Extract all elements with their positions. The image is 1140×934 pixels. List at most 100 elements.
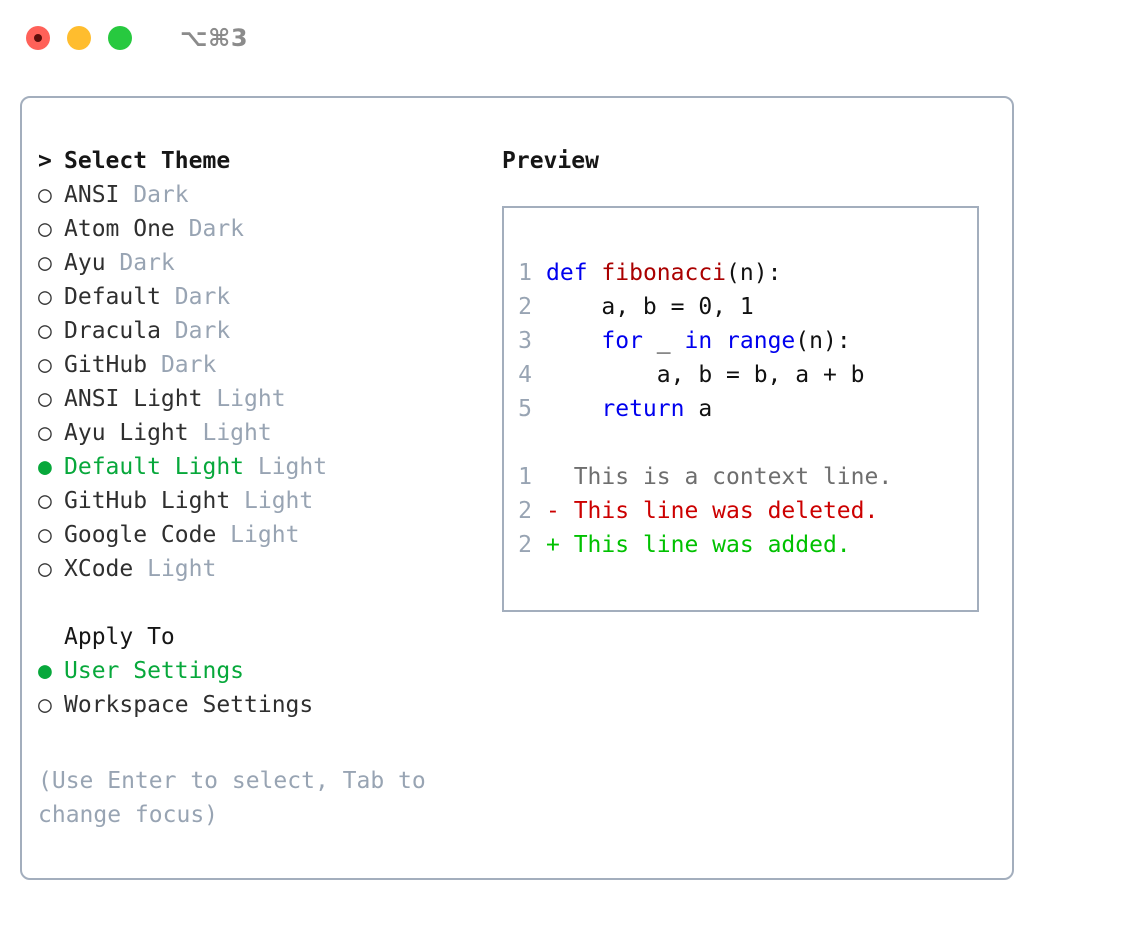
code-line-content: return a — [546, 392, 712, 426]
code-token-plain — [588, 260, 602, 286]
preview-gap — [504, 426, 977, 460]
code-token-plain — [546, 396, 601, 422]
diff-sign: + — [546, 532, 560, 558]
window-traffic-lights — [26, 26, 132, 50]
theme-kind-badge: Light — [133, 556, 217, 582]
code-token-plain — [712, 328, 726, 354]
theme-option-ansi-light[interactable]: ○ANSI Light Light — [38, 382, 488, 416]
diff-sign — [546, 460, 560, 494]
theme-list-column: > Select Theme ○ANSI Dark○Atom One Dark○… — [38, 144, 488, 722]
theme-kind-badge: Light — [188, 420, 272, 446]
diff-line: 2+ This line was added. — [504, 528, 977, 562]
apply-to-label: Apply To — [64, 624, 175, 650]
theme-list-header: > Select Theme — [38, 144, 488, 178]
radio-unselected-icon: ○ — [38, 488, 52, 514]
code-line: 3 for _ in range(n): — [504, 324, 977, 358]
theme-option-github[interactable]: ○ GitHub Dark — [38, 348, 488, 382]
code-token-plain: a, b = b, a + b — [546, 362, 865, 388]
theme-option-google-code[interactable]: ○Google Code Light — [38, 518, 488, 552]
code-line-number: 3 — [518, 328, 532, 354]
apply-to-option-user-settings[interactable]: ● User Settings — [38, 654, 488, 688]
theme-option-default-light[interactable]: ● Default Light Light — [38, 450, 488, 484]
code-token-fn: fibonacci — [601, 260, 727, 286]
theme-option-ayu-light[interactable]: ○ Ayu Light Light — [38, 416, 488, 450]
radio-selected-icon: ● — [38, 658, 52, 684]
code-line: 2 a, b = 0, 1 — [504, 290, 977, 324]
theme-option-label: Dracula — [64, 318, 161, 344]
radio-unselected-icon: ○ — [38, 420, 52, 446]
theme-kind-badge: Dark — [105, 250, 175, 276]
code-token-kw: in — [684, 328, 713, 354]
theme-option-ansi[interactable]: ○ANSI Dark — [38, 178, 488, 212]
apply-to-option-label: User Settings — [64, 658, 245, 684]
apply-to-header-indent — [38, 620, 64, 654]
theme-kind-badge: Dark — [147, 352, 217, 378]
radio-unselected-icon: ○ — [38, 318, 52, 344]
apply-to-option-label: Workspace Settings — [64, 692, 314, 718]
diff-line-content: This line was added. — [559, 532, 851, 558]
code-line-content: def fibonacci(n): — [546, 256, 781, 290]
theme-option-github-light[interactable]: ○GitHub Light Light — [38, 484, 488, 518]
code-line-content: a, b = b, a + b — [546, 358, 865, 392]
theme-option-label: Google Code — [64, 522, 217, 548]
apply-to-header: Apply To — [38, 620, 488, 654]
theme-option-label: Default Light — [64, 454, 245, 480]
diff-line-content: This line was deleted. — [559, 498, 879, 524]
minimize-window-button[interactable] — [67, 26, 91, 50]
radio-unselected-icon: ○ — [38, 386, 52, 412]
close-window-button[interactable] — [26, 26, 50, 50]
diff-line: 1 This is a context line. — [504, 460, 977, 494]
code-token-kw: range — [726, 328, 796, 354]
theme-option-ayu[interactable]: ○ Ayu Dark — [38, 246, 488, 280]
code-token-plain: a, b = 0, 1 — [546, 294, 754, 320]
code-token-plain: a — [684, 396, 713, 422]
code-line: 4 a, b = b, a + b — [504, 358, 977, 392]
theme-option-default[interactable]: ○Default Dark — [38, 280, 488, 314]
code-line-number: 4 — [518, 362, 532, 388]
keyboard-shortcut-label: ⌥⌘3 — [180, 24, 249, 52]
window-titlebar: ⌥⌘3 — [0, 0, 1140, 76]
theme-option-label: ANSI — [64, 182, 120, 208]
theme-option-label: XCode — [64, 556, 134, 582]
code-line-content: a, b = 0, 1 — [546, 290, 754, 324]
theme-option-atom-one[interactable]: ○Atom One Dark — [38, 212, 488, 246]
maximize-window-button[interactable] — [108, 26, 132, 50]
radio-unselected-icon: ○ — [38, 250, 52, 276]
radio-unselected-icon: ○ — [38, 352, 52, 378]
diff-line: 2- This line was deleted. — [504, 494, 977, 528]
radio-selected-icon: ● — [38, 454, 52, 480]
theme-kind-badge: Dark — [119, 182, 189, 208]
theme-option-list: ○ANSI Dark○Atom One Dark○Ayu Dark○Defaul… — [38, 178, 488, 586]
theme-option-label: GitHub — [64, 352, 148, 378]
code-line-content: for _ in range(n): — [546, 324, 851, 358]
theme-option-dracula[interactable]: ○Dracula Dark — [38, 314, 488, 348]
radio-unselected-icon: ○ — [38, 692, 52, 718]
code-line: 1 def fibonacci(n): — [504, 256, 977, 290]
code-token-kw: def — [546, 260, 588, 286]
theme-option-label: Ayu Light — [64, 420, 189, 446]
code-token-plain: (n): — [795, 328, 851, 354]
diff-line-content: This is a context line. — [559, 464, 893, 490]
code-line: 5 return a — [504, 392, 977, 426]
theme-selector-panel: > Select Theme ○ANSI Dark○Atom One Dark○… — [20, 96, 1014, 880]
theme-option-xcode[interactable]: ○ XCode Light — [38, 552, 488, 586]
code-line-number: 2 — [518, 294, 532, 320]
apply-to-option-workspace-settings[interactable]: ○ Workspace Settings — [38, 688, 488, 722]
radio-unselected-icon: ○ — [38, 522, 52, 548]
diff-sign: - — [546, 498, 560, 524]
keyboard-hint-text: (Use Enter to select, Tab to change focu… — [38, 768, 426, 828]
theme-kind-badge: Light — [244, 454, 328, 480]
theme-option-label: Ayu — [64, 250, 106, 276]
radio-unselected-icon: ○ — [38, 216, 52, 242]
code-token-kw: return — [601, 396, 685, 422]
code-line-number: 1 — [518, 260, 532, 286]
theme-kind-badge: Dark — [174, 216, 245, 242]
theme-option-label: GitHub Light — [64, 488, 231, 514]
radio-unselected-icon: ○ — [38, 556, 52, 582]
code-token-plain — [546, 328, 601, 354]
diff-sample-block: 1 This is a context line.2- This line wa… — [504, 460, 977, 562]
